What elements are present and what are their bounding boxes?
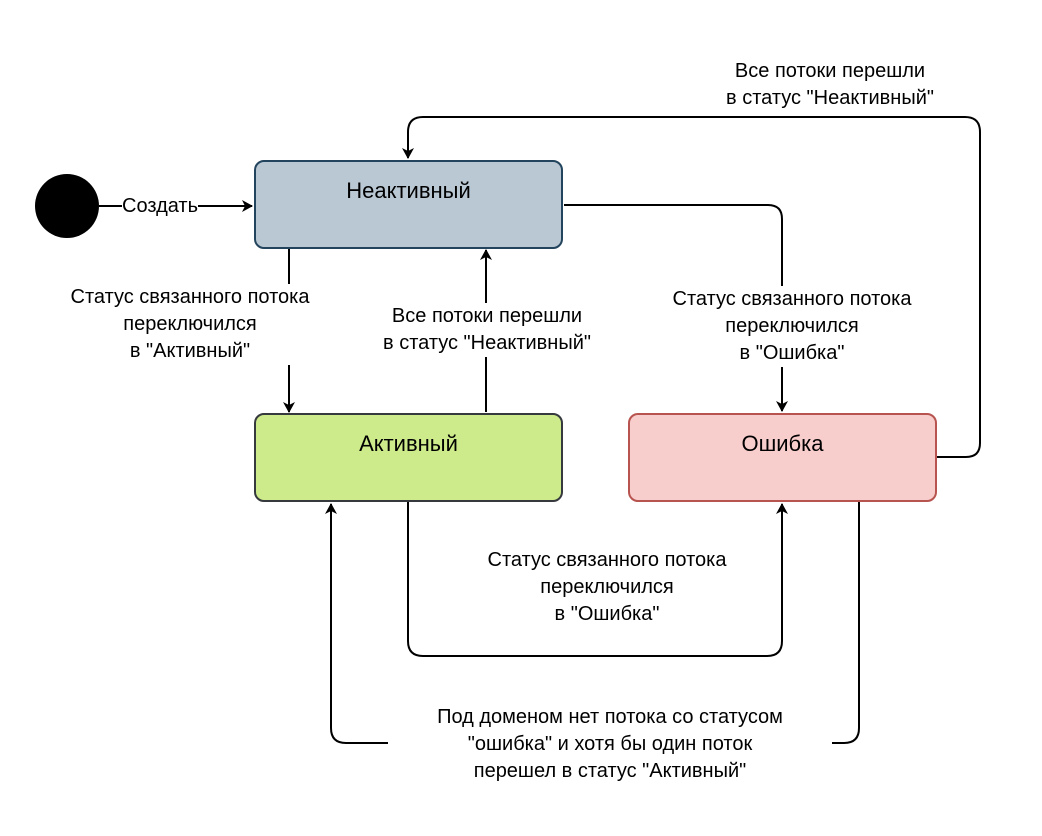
label-line: в статус "Неактивный"	[383, 332, 591, 354]
label-line: перешел в статус "Активный"	[473, 760, 747, 782]
label-line: "ошибка" и хотя бы один поток	[467, 733, 753, 755]
label-line: в "Ошибка"	[554, 603, 660, 625]
label-line: в статус "Неактивный"	[726, 87, 934, 109]
edge-label-active-to-inactive: Все потоки перешли в статус "Неактивный"	[356, 303, 618, 357]
edge-label-inactive-to-active: Статус связанного потока переключился в …	[40, 284, 340, 365]
state-active-label: Активный	[359, 431, 458, 456]
state-inactive[interactable]: Неактивный	[254, 160, 563, 249]
edge-label-create: Создать	[122, 194, 199, 218]
label-line: Все потоки перешли	[391, 305, 583, 327]
label-line: Все потоки перешли	[734, 60, 926, 82]
label-line: переключился	[123, 313, 257, 335]
label-line: в "Активный"	[129, 340, 251, 362]
label-line: Под доменом нет потока со статусом	[437, 706, 783, 728]
label-line: Статус связанного потока	[70, 286, 310, 308]
state-error[interactable]: Ошибка	[628, 413, 937, 502]
edge-label-create-text: Создать	[122, 195, 199, 217]
label-line: Статус связанного потока	[672, 288, 912, 310]
label-line: Статус связанного потока	[487, 549, 727, 571]
state-inactive-label: Неактивный	[346, 178, 471, 203]
edge-label-inactive-to-error: Статус связанного потока переключился в …	[640, 286, 944, 367]
label-line: переключился	[725, 315, 859, 337]
state-active[interactable]: Активный	[254, 413, 563, 502]
state-error-label: Ошибка	[741, 431, 824, 456]
edge-label-error-to-active: Под доменом нет потока со статусом "ошиб…	[388, 704, 832, 785]
edge-label-error-to-inactive: Все потоки перешли в статус "Неактивный"	[690, 58, 970, 112]
edge-inactive-to-error[interactable]	[564, 204, 788, 412]
initial-node-icon	[35, 174, 99, 238]
edge-active-to-error[interactable]	[407, 502, 788, 657]
edge-label-active-to-error: Статус связанного потока переключился в …	[452, 547, 762, 628]
label-line: переключился	[540, 576, 674, 598]
label-line: в "Ошибка"	[739, 342, 845, 364]
edge-error-to-inactive[interactable]	[402, 116, 981, 458]
